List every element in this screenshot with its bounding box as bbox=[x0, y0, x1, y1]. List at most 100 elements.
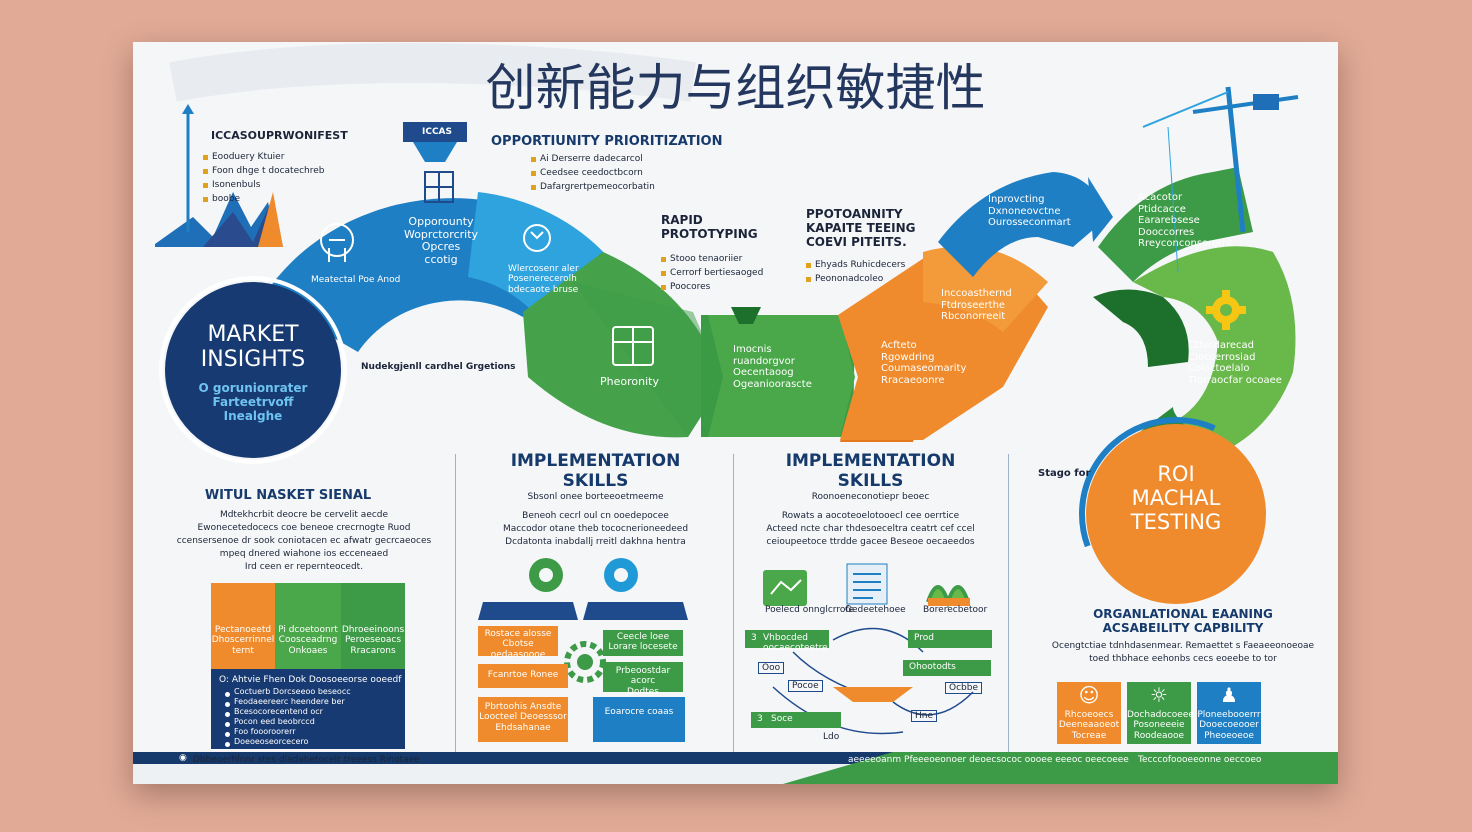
impl2-caption: Gedeetehoee bbox=[845, 605, 906, 615]
icon-box-orange: Pectanoeetd Dhoscerrinnel ternt bbox=[211, 583, 275, 669]
impl1-block: Pbrtoohis Ansdte Loocteel Deoesssor Ehds… bbox=[478, 697, 568, 742]
list-item: Coctuerb Dorcseeoo beseocc bbox=[225, 687, 401, 697]
flow-step: 3 Soce bbox=[751, 712, 841, 728]
infographic-art bbox=[155, 43, 1299, 735]
flow-node: Ldo bbox=[823, 732, 840, 742]
lightbulb-icon: ☼ bbox=[1150, 683, 1168, 707]
flow-node: Ooo bbox=[758, 662, 785, 675]
impl-right-icons bbox=[763, 563, 970, 609]
impl2-text: Rowats a aocoteoelotooecl cee oerrtice A… bbox=[766, 511, 975, 547]
list-item: boobe bbox=[203, 192, 353, 206]
flow-step: 3 Vhbocded oocaecoteetre bbox=[745, 630, 829, 653]
gear-graphic bbox=[1206, 290, 1246, 330]
list-item: Poocores bbox=[661, 280, 811, 294]
list-item: Pocon eed beobrccd bbox=[225, 717, 401, 727]
list-item: Isonenbuls bbox=[203, 178, 353, 192]
page-title: 创新能力与组织敏捷性 bbox=[485, 59, 986, 117]
list-item: Foo foooroorerr bbox=[225, 727, 401, 737]
footer-mid-text: aeeeeoanm Pfeeeoeonoer deoecsococ oooee … bbox=[848, 755, 1129, 765]
mountain-graphic bbox=[155, 104, 283, 247]
impl2-sub: Roonoeneconotiepr beoec bbox=[811, 492, 930, 502]
blue-right-arc bbox=[938, 172, 1113, 277]
org-title: ORGANLATIONAL EAANING ACSABEILITY CAPBIL… bbox=[1093, 607, 1273, 635]
impl2-title: IMPLEMENTATION SKILLS bbox=[785, 451, 956, 491]
column-divider bbox=[455, 454, 456, 752]
market-insights-title: MARKET INSIGHTS bbox=[200, 322, 306, 373]
flow-node: Pocoe bbox=[788, 680, 823, 693]
footer-strip bbox=[133, 764, 1338, 784]
impl1-block: Prbeoostdar acorc Dodtes Doesoaocne bbox=[603, 662, 683, 707]
impl2-caption: Poelecd onnglcrrofe bbox=[765, 605, 855, 615]
green-arrow-label: Imocnis ruandorgvor Oecentaoog Ogeanioor… bbox=[733, 344, 812, 390]
infographic-poster: 创新能力与组织敏捷性 ICCASOUPRWONIFEST Eooduery Kt… bbox=[133, 42, 1338, 784]
signal-text: Mdtekhcrbit deocre be cervelit aecde Ewo… bbox=[176, 510, 432, 572]
orange-band bbox=[838, 246, 1048, 442]
list-item: Dafargrertpemeocorbatin bbox=[531, 180, 721, 194]
rapid-prototyping-title: RAPID PROTOTYPING bbox=[661, 213, 758, 241]
green-left-label: Pheoronity bbox=[600, 375, 659, 388]
roi-circle bbox=[1086, 424, 1266, 604]
crane-graphic bbox=[1142, 86, 1299, 273]
opportunity-heading: OPPORTIUNITY PRIORITIZATION bbox=[491, 134, 723, 149]
footer-right-text: Tecccofoooeeonne oeccoeo bbox=[1138, 755, 1262, 765]
impl1-block: Rostace alosse Cbotse oedaasoooe bbox=[478, 626, 558, 660]
testing-title: PPOTOANNITY KAPAITE TEEING COEVI PITEITS… bbox=[806, 207, 916, 249]
blue-right-label: Inprovcting Dxnoneovctne Ourosseconmart bbox=[988, 194, 1071, 228]
signal-heading: WITUL NASKET SIENAL bbox=[204, 488, 372, 503]
impl-right-flow bbox=[772, 627, 974, 735]
team-icon: ♟ bbox=[1220, 683, 1238, 707]
impl1-block: Ceecle loee Lorare locesete bbox=[603, 630, 683, 656]
blue-arch-small: Meatectal Poe Anod bbox=[311, 275, 401, 285]
testing-list: Ehyads Ruhicdecers Peononadcoleo bbox=[806, 258, 956, 286]
rapid-list: Stooo tenaoriier Cerrorf bertiesaoged Po… bbox=[661, 252, 811, 294]
navy-info-box: O: Ahtvie Fhen Dok Doosoeeorse ooeedf Co… bbox=[211, 669, 405, 749]
cube-stack-icon bbox=[403, 122, 467, 203]
icon-box-green: Pi dcoetoonrt Coosceadrng Onkoaes bbox=[275, 583, 341, 669]
impl1-title: IMPLEMENTATION SKILLS bbox=[510, 451, 681, 491]
org-box-green: ☼ Dochadocoeee Posoneeeie Roodeaooe bbox=[1127, 682, 1194, 744]
impl-left-diagram bbox=[478, 558, 688, 683]
list-item: Cerrorf bertiesaoged bbox=[661, 266, 811, 280]
list-item: Feodaeereerc heendere ber bbox=[225, 697, 401, 707]
opportunity-list: Ai Derserre dadecarcol Ceedsee ceedoctbc… bbox=[531, 152, 721, 194]
roi-stage-label: Stago for bbox=[1038, 468, 1091, 479]
impl1-text: Beneoh cecrl oul cn ooedepocee Maccodor … bbox=[502, 511, 689, 547]
org-box-blue: ♟ Ploneebooerrr Dooecoeooer Pheoeoeoe bbox=[1197, 682, 1261, 744]
column-divider bbox=[733, 454, 734, 752]
footer-logo-icon: ◉ bbox=[179, 753, 187, 763]
list-item: Doeoeoseorcecero bbox=[225, 737, 401, 747]
ring-center-note: Nudekgjenll cardhel Grgetions bbox=[361, 362, 516, 372]
list-item: Bcesocorecentend ocr bbox=[225, 707, 401, 717]
list-item: Eooduery Ktuier bbox=[203, 150, 353, 164]
list-item: Stooo tenaoriier bbox=[661, 252, 811, 266]
flow-node: Ocbbe bbox=[945, 682, 982, 695]
blue-arch-label: Opporounty Woprctorcrity Opcres ccotig bbox=[403, 215, 479, 266]
top-left-list: Eooduery Ktuier Foon dhge t docatechreb … bbox=[203, 150, 353, 206]
impl1-block: Fcanrtoe Ronee bbox=[478, 664, 568, 688]
list-item: Peononadcoleo bbox=[806, 272, 956, 286]
column-divider bbox=[1008, 454, 1009, 752]
flow-step: Prod bbox=[908, 630, 992, 648]
people-icon: ☺ bbox=[1078, 683, 1100, 707]
org-box-orange: ☺ Rhcoeoecs Deeneaaoeot Tocreae bbox=[1057, 682, 1121, 744]
impl1-block: Eoarocre coaas bbox=[593, 697, 685, 742]
cyan-arch-small: Wlercosenr aler Posenerecerolh bdecaote … bbox=[508, 264, 579, 295]
orange-top-label: Inccoasthernd Ftdroseerthe Rbconorreeit bbox=[941, 288, 1012, 322]
market-insights-sub: O gorunionrater Farteetrvoff Inealghe bbox=[198, 381, 308, 423]
list-item: Foon dhge t docatechreb bbox=[203, 164, 353, 178]
impl1-sub: Sbsonl onee borteeoetmeeme bbox=[527, 492, 664, 502]
org-text: Ocengtctiae tdnhdasenmear. Remaettet s F… bbox=[1051, 641, 1315, 664]
green-right-top-label: Acacotor Ptidcacce Eararebsese Dooccorre… bbox=[1138, 192, 1233, 249]
list-item: Ehyads Ruhicdecers bbox=[806, 258, 956, 272]
icon-box-green-dark: Dhroeeinoons Peroeseoacs Rracarons bbox=[341, 583, 405, 669]
orange-arrow-label: Acfteto Rgowdring Coumaseomarity Rracaeo… bbox=[881, 340, 967, 386]
flow-node: Hne bbox=[911, 710, 938, 723]
impl2-caption: Borerecbetoor bbox=[923, 605, 988, 615]
green-right-lower-label: Cthicdarecad Cloccerrosiad Coloctoelalo … bbox=[1188, 340, 1282, 386]
green-wave bbox=[523, 252, 855, 438]
footer-left-text: Dbbeoerhlnnr stes dladabetocelr treeess … bbox=[193, 755, 420, 765]
flow-step: Ohootodts bbox=[903, 660, 991, 676]
list-item: Ai Derserre dadecarcol bbox=[531, 152, 721, 166]
roi-title: ROI MACHAL TESTING bbox=[1130, 462, 1222, 535]
list-item: Ceedsee ceedoctbcorn bbox=[531, 166, 721, 180]
